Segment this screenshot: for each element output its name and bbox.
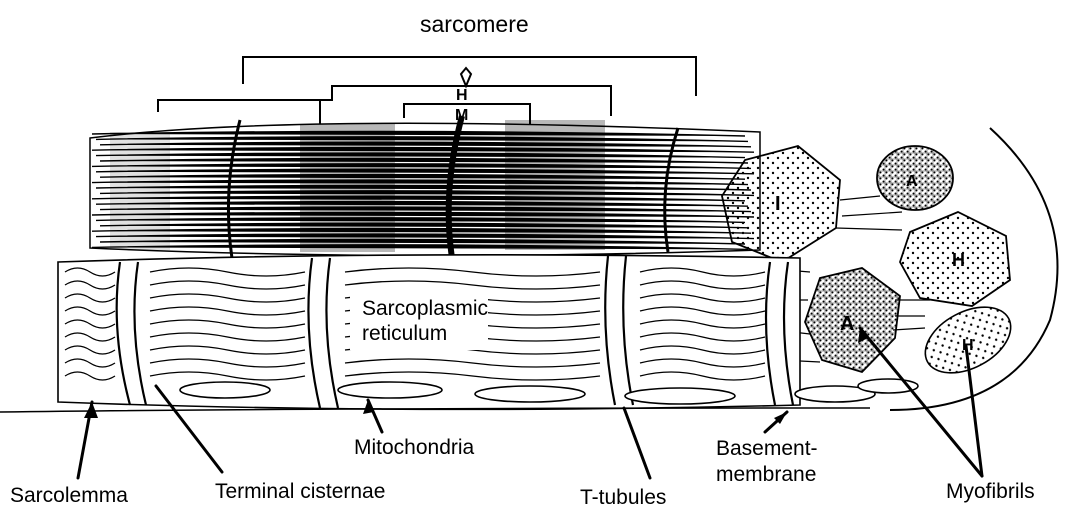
svg-text:I: I [775,193,781,215]
svg-text:A: A [840,313,854,335]
t-tubules-label: T-tubules [580,486,666,510]
cross-section-a-top: A [877,146,953,210]
basement-membrane-label: Basement- membrane [716,436,818,488]
sarcoplasmic-reticulum-label: Sarcoplasmic reticulum [362,296,488,346]
svg-text:H: H [952,250,965,270]
band-brackets [158,68,611,128]
terminal-cisternae-label: Terminal cisternae [215,480,385,504]
cross-section-a-middle: A [805,268,900,372]
sarcolemma-label: Sarcolemma [10,484,128,508]
myofibril-body [90,116,760,258]
band-label-h-top: H [456,87,468,104]
mitochondria-label: Mitochondria [354,436,474,460]
myofibrils-label: Myofibrils [946,480,1035,504]
cross-section-h: H [900,212,1010,306]
sarcomere-title: sarcomere [420,12,529,36]
svg-text:A: A [906,173,918,190]
